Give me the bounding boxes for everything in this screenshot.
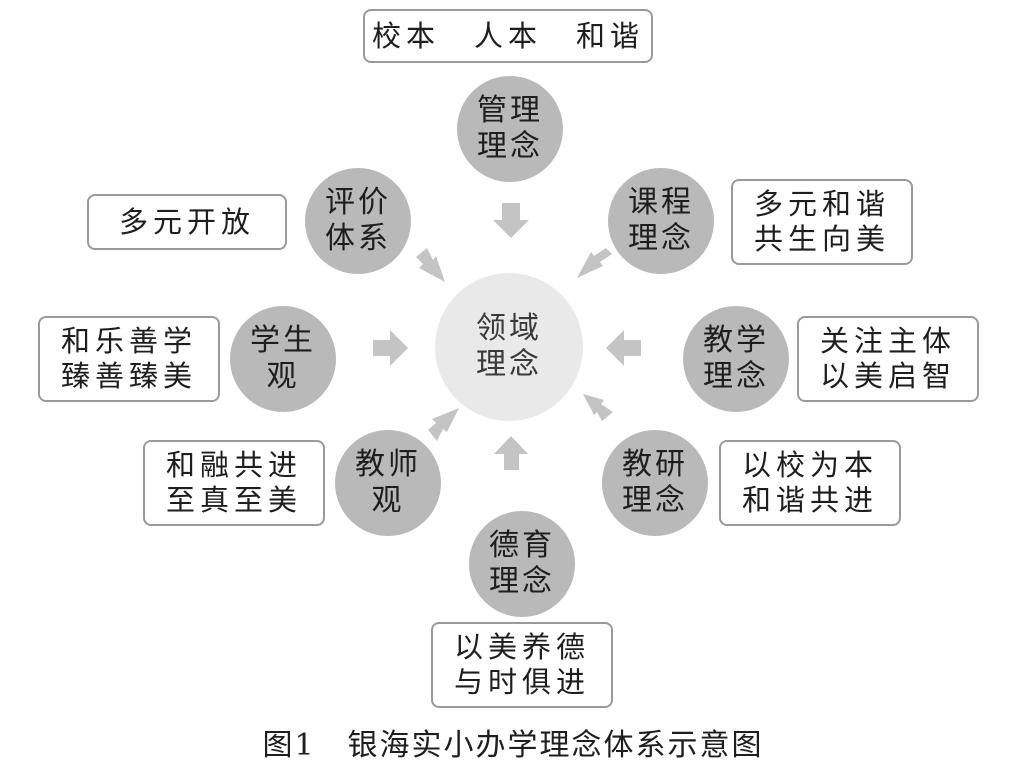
- node-jiaoyan-linian: 教研 理念: [602, 430, 708, 536]
- node-kecheng-line-2: 理念: [628, 221, 694, 256]
- node-pingjia-line-2: 体系: [325, 221, 391, 256]
- box-xuesheng-value: 和乐善学 臻善臻美: [38, 316, 220, 402]
- node-jiaoshi-line-1: 教师: [355, 447, 421, 482]
- box-kecheng-line-1: 多元和谐: [753, 187, 890, 221]
- arrow-from-kecheng: [577, 248, 612, 278]
- top-principles-box: 校本 人本 和谐: [363, 9, 653, 63]
- arrow-from-jiaoshi: [428, 408, 459, 441]
- node-guanli-line-1: 管理: [477, 93, 543, 128]
- box-jiaoyan-line-1: 以校为本: [741, 448, 878, 482]
- box-xuesheng-line-2: 臻善臻美: [60, 359, 197, 393]
- node-kecheng-line-1: 课程: [628, 185, 694, 220]
- node-xuesheng-line-1: 学生: [250, 323, 316, 358]
- arrow-from-pingjia: [416, 248, 445, 282]
- node-deyu-linian: 德育 理念: [469, 511, 575, 617]
- node-deyu-line-2: 理念: [489, 564, 555, 599]
- node-jiaoshi-line-2: 观: [371, 483, 405, 518]
- arrow-from-xuesheng: [373, 330, 408, 366]
- box-xuesheng-line-1: 和乐善学: [60, 324, 197, 358]
- arrow-from-deyu: [494, 436, 528, 470]
- node-xuesheng-line-2: 观: [266, 359, 300, 394]
- node-guanli-line-2: 理念: [477, 129, 543, 164]
- center-line-1: 领域: [476, 311, 542, 346]
- node-pingjia-tixi: 评价 体系: [305, 168, 411, 274]
- box-jiaoyan-line-2: 和谐共进: [741, 483, 878, 517]
- box-pingjia-value: 多元开放: [87, 194, 287, 250]
- node-jiaoxue-line-1: 教学: [703, 323, 769, 358]
- node-jiaoxue-linian: 教学 理念: [683, 306, 789, 412]
- node-kecheng-linian: 课程 理念: [608, 168, 714, 274]
- box-deyu-line-2: 与时俱进: [453, 665, 590, 699]
- arrow-from-guanli: [493, 203, 529, 238]
- node-deyu-line-1: 德育: [489, 528, 555, 563]
- box-deyu-value: 以美养德 与时俱进: [431, 622, 613, 708]
- node-guanli-linian: 管理 理念: [457, 76, 563, 182]
- top-principles-text: 校本 人本 和谐: [371, 18, 644, 53]
- box-jiaoshi-line-2: 至真至美: [165, 483, 302, 517]
- arrow-from-jiaoxue: [606, 330, 641, 366]
- box-pingjia-line-1: 多元开放: [118, 204, 255, 239]
- box-jiaoxue-value: 关注主体 以美启智: [797, 316, 979, 402]
- box-jiaoxue-line-2: 以美启智: [819, 359, 956, 393]
- center-line-2: 理念: [476, 347, 542, 382]
- box-jiaoshi-line-1: 和融共进: [165, 448, 302, 482]
- node-jiaoshi-guan: 教师 观: [335, 430, 441, 536]
- node-jiaoyan-line-1: 教研: [622, 447, 688, 482]
- box-deyu-line-1: 以美养德: [453, 630, 590, 664]
- box-jiaoxue-line-1: 关注主体: [819, 324, 956, 358]
- box-jiaoshi-value: 和融共进 至真至美: [143, 440, 325, 526]
- node-xuesheng-guan: 学生 观: [230, 306, 336, 412]
- arrow-from-jiaoyan: [583, 394, 613, 421]
- box-kecheng-value: 多元和谐 共生向美: [731, 179, 913, 265]
- box-kecheng-line-2: 共生向美: [753, 222, 890, 256]
- figure-caption: 图1 银海实小办学理念体系示意图: [262, 728, 764, 763]
- node-pingjia-line-1: 评价: [325, 185, 391, 220]
- center-circle-lingyu-linian: 领域 理念: [435, 273, 583, 421]
- node-jiaoyan-line-2: 理念: [622, 483, 688, 518]
- box-jiaoyan-value: 以校为本 和谐共进: [719, 440, 901, 526]
- node-jiaoxue-line-2: 理念: [703, 359, 769, 394]
